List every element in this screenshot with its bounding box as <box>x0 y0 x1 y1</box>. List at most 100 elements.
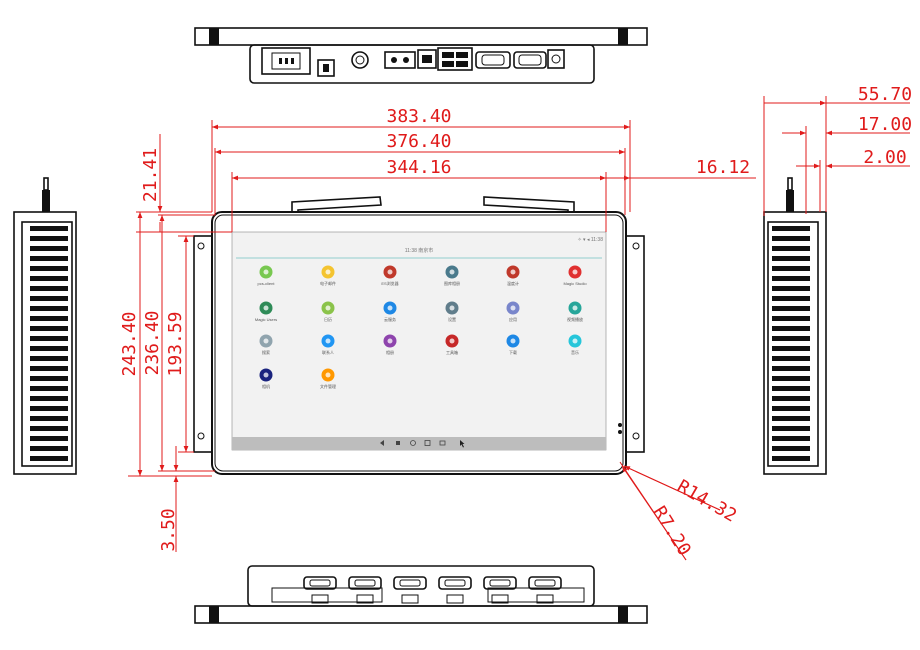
volume-icon[interactable] <box>396 441 400 445</box>
serial-port <box>303 576 337 590</box>
dc-jack <box>351 51 369 69</box>
status-bar-right: ✧ ▾ ◂ 11:38 <box>577 237 603 243</box>
back-icon[interactable] <box>380 440 384 446</box>
app-gear[interactable]: 设置 <box>445 301 459 323</box>
serial-port-pins <box>444 579 466 587</box>
port-mount <box>356 594 374 604</box>
app-cube[interactable]: 应用 <box>506 301 520 323</box>
heatsink-fin <box>772 246 810 251</box>
heatsink-fin <box>30 306 68 311</box>
app-play[interactable]: 视频播放 <box>567 301 583 323</box>
dim-bezel-depth: 17.00 <box>858 114 912 135</box>
status-bar-center: 11:38 南京市 <box>405 247 434 254</box>
heatsink-fin <box>30 256 68 261</box>
app-label: 联系人 <box>322 349 334 355</box>
dim-outer-radius: R14.32 <box>673 476 740 527</box>
icon-glyph <box>449 269 455 275</box>
heatsink-fin <box>30 226 68 231</box>
app-toolbox[interactable]: 工具箱 <box>445 334 459 356</box>
app-cloud[interactable]: 云服务 <box>383 301 397 323</box>
dim-bezel-height: 236.40 <box>142 310 163 375</box>
heatsink-fin <box>772 436 810 441</box>
dim-top-offset: 21.41 <box>140 148 161 202</box>
serial-port <box>438 576 472 590</box>
dim-screen-width: 344.16 <box>386 157 451 178</box>
power-switch <box>317 59 335 77</box>
app-grid: pcs-client 电子邮件 ES浏览器图库相册 温度计 Magic StudioMa… <box>255 265 587 390</box>
heatsink-fin <box>772 306 810 311</box>
icon-glyph <box>572 269 578 275</box>
serial-port <box>483 576 517 590</box>
icon-glyph <box>510 338 516 344</box>
bottom-view <box>194 565 648 624</box>
home-icon[interactable] <box>410 440 416 446</box>
port-mount <box>491 594 509 604</box>
icon-glyph <box>572 338 578 344</box>
app-record[interactable]: Magic Studio <box>563 265 587 287</box>
heatsink-fin <box>772 286 810 291</box>
dim-overall-height: 243.40 <box>119 311 140 376</box>
heatsink-fin <box>772 456 810 461</box>
icon-glyph <box>263 338 269 344</box>
app-search[interactable]: 搜索 <box>259 334 273 356</box>
dim-glass-depth: 2.00 <box>863 147 906 168</box>
serial-port <box>393 576 427 590</box>
app-thermometer[interactable]: 温度计 <box>506 265 520 287</box>
app-house[interactable]: ES浏览器 <box>381 265 399 287</box>
dim-bottom-offset: 3.50 <box>158 508 179 551</box>
icon-glyph <box>572 305 578 311</box>
heatsink-fin <box>30 406 68 411</box>
icon-glyph <box>387 305 393 311</box>
app-label: 相机 <box>262 383 270 389</box>
app-label: 文件管理 <box>320 383 336 389</box>
port-plate-right <box>487 587 585 603</box>
serial-port <box>348 576 382 590</box>
app-label: 相册 <box>386 349 394 355</box>
heatsink-fin <box>772 276 810 281</box>
app-calendar[interactable]: 日历 <box>321 301 335 323</box>
heatsink-fin <box>30 436 68 441</box>
heatsink-fin <box>30 246 68 251</box>
app-download[interactable]: 下载 <box>506 334 520 356</box>
heatsink-fin <box>30 326 68 331</box>
app-label: Magic Users <box>255 317 277 322</box>
app-camera[interactable]: 相机 <box>259 368 273 390</box>
power-socket <box>261 47 311 75</box>
heatsink-fin <box>30 386 68 391</box>
heatsink-fin <box>30 416 68 421</box>
app-gallery[interactable]: 图库相册 <box>444 265 460 287</box>
icon-glyph <box>449 338 455 344</box>
icon-glyph <box>387 338 393 344</box>
heatsink-fin <box>772 236 810 241</box>
port-mount <box>311 594 329 604</box>
heatsink-fin <box>30 236 68 241</box>
heatsink-fin <box>30 426 68 431</box>
app-label: 设置 <box>448 316 456 322</box>
heatsink-fin <box>772 356 810 361</box>
heatsink-fin <box>30 366 68 371</box>
app-label: 视频播放 <box>567 316 583 322</box>
app-contact[interactable]: 联系人 <box>321 334 335 356</box>
app-users[interactable]: Magic Users <box>255 301 277 323</box>
app-label: 搜索 <box>262 349 270 355</box>
icon-glyph <box>263 305 269 311</box>
screen-area <box>231 231 607 451</box>
app-label: 图库相册 <box>444 280 460 286</box>
app-mail[interactable]: 电子邮件 <box>320 265 336 287</box>
icon-glyph <box>263 269 269 275</box>
heatsink-fin <box>30 296 68 301</box>
front-view: 11:38 南京市 ✧ ▾ ◂ 11:38 pcs-client 电子邮件 ES浏览… <box>193 196 645 475</box>
heatsink-fin <box>772 336 810 341</box>
icon-glyph <box>325 305 331 311</box>
icon-glyph <box>510 305 516 311</box>
app-music[interactable]: 音乐 <box>568 334 582 356</box>
screenshot-icon[interactable] <box>439 440 446 446</box>
heatsink-fin <box>772 366 810 371</box>
app-folder[interactable]: 文件管理 <box>320 368 336 390</box>
top-view <box>194 27 648 84</box>
app-photo[interactable]: 相册 <box>383 334 397 356</box>
app-android[interactable]: pcs-client <box>258 265 276 287</box>
app-label: 下载 <box>509 349 517 355</box>
recents-icon[interactable] <box>424 440 431 446</box>
